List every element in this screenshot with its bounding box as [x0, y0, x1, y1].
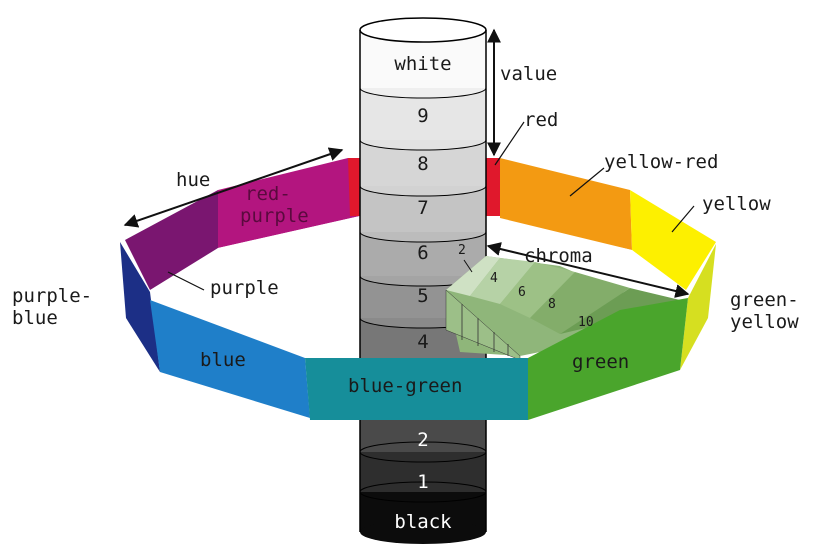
hue-label-yellow-red: yellow-red — [604, 151, 718, 173]
chroma-axis-label: chroma — [524, 245, 593, 267]
hue-label-purple-blue-line1: purple- — [12, 285, 92, 307]
green-yellow-segment — [680, 244, 716, 370]
value-label-7: 7 — [417, 197, 428, 219]
value-label-4: 4 — [417, 331, 428, 353]
hue-label-purple-blue-line2: blue — [12, 307, 58, 329]
value-label-5: 5 — [417, 285, 428, 307]
hue-label-red-purple-line2: purple — [240, 205, 309, 227]
hue-arrow — [123, 147, 344, 228]
hue-label-blue-green: blue-green — [348, 375, 462, 397]
hue-axis-label: hue — [176, 169, 210, 191]
chroma-step-10: 10 — [578, 315, 594, 330]
red-segment-right — [486, 158, 500, 216]
hue-label-purple: purple — [210, 277, 279, 299]
yellow-segment — [630, 190, 716, 290]
value-label-2: 2 — [417, 429, 428, 451]
value-label-9: 9 — [417, 105, 428, 127]
hue-label-red-purple-line1: red- — [245, 183, 291, 205]
chroma-step-8: 8 — [548, 297, 556, 312]
hue-label-red: red — [524, 109, 558, 131]
yellow-red-segment — [500, 158, 632, 250]
value-label-white: white — [394, 53, 451, 75]
value-label-black: black — [394, 511, 452, 533]
hue-label-green-yellow-line2: yellow — [730, 311, 799, 333]
chroma-step-2: 2 — [458, 243, 466, 258]
chroma-arrow — [486, 242, 690, 298]
value-label-1: 1 — [417, 471, 428, 493]
value-axis-label: value — [500, 63, 557, 85]
green-segment — [528, 298, 688, 420]
purple-blue-segment — [120, 242, 160, 372]
hue-label-green: green — [572, 351, 629, 373]
chroma-step-6: 6 — [518, 285, 526, 300]
red-segment — [348, 158, 362, 216]
hue-label-blue: blue — [200, 349, 246, 371]
value-label-8: 8 — [417, 153, 428, 175]
blue-green-segment — [305, 358, 528, 420]
chroma-step-4: 4 — [490, 271, 498, 286]
hue-label-yellow: yellow — [702, 193, 771, 215]
blue-segment — [150, 300, 310, 418]
hue-label-green-yellow-line1: green- — [730, 289, 799, 311]
value-label-6: 6 — [417, 242, 428, 264]
